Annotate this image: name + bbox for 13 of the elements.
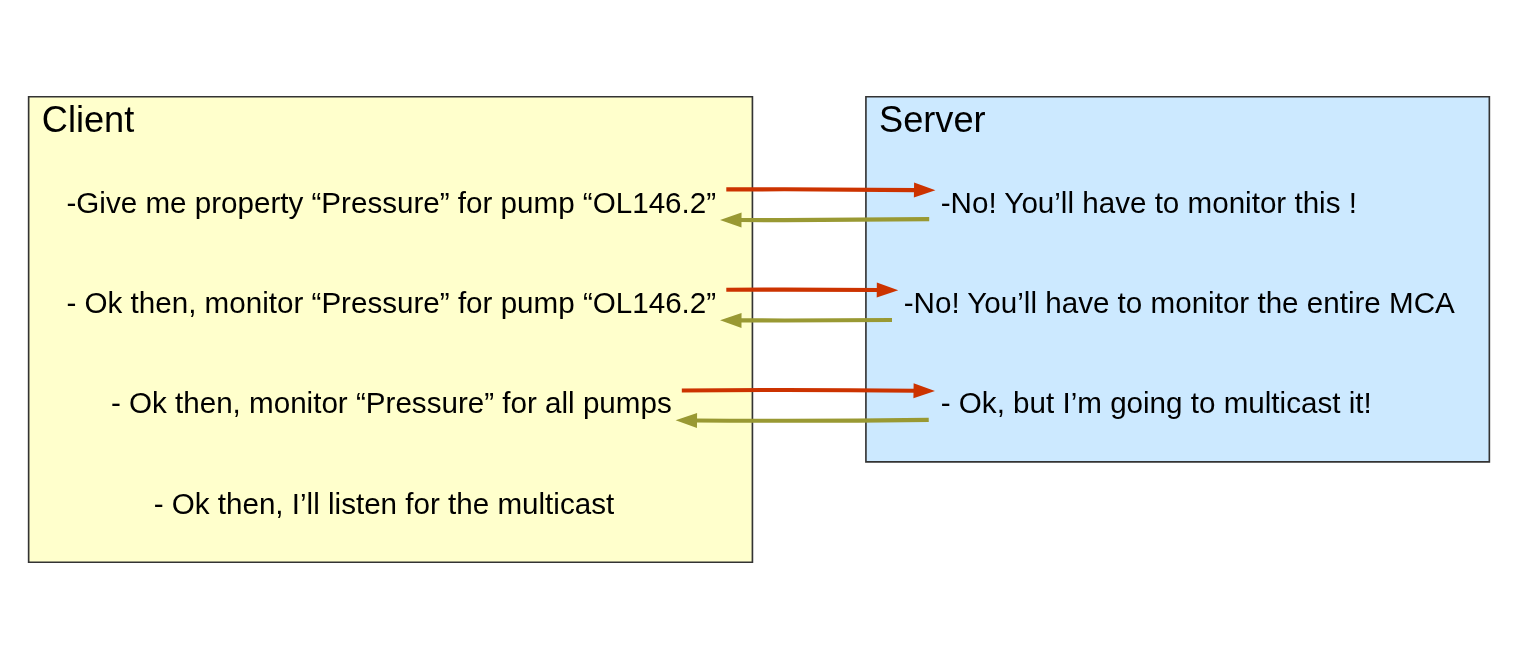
node-text: - Ok, but I’m going to multicast it! <box>940 385 1372 419</box>
node-text: - Ok then, monitor “Pressure” for pump “OL146.2” <box>66 285 717 319</box>
arrow <box>720 212 930 228</box>
arrow <box>720 312 892 328</box>
arrow <box>726 182 936 198</box>
node-text: -No! You’ll have to monitor the entire MCA <box>903 285 1455 319</box>
arrow <box>675 412 929 428</box>
arrow <box>681 382 935 398</box>
node-text: -Give me property “Pressure” for pump “OL146.2” <box>66 185 717 219</box>
arrow <box>726 282 899 297</box>
node-text: -No! You’ll have to monitor this ! <box>940 185 1357 219</box>
node-text: - Ok then, I’ll listen for the multicast <box>153 486 615 520</box>
node-text: - Ok then, monitor “Pressure” for all pumps <box>110 385 672 419</box>
